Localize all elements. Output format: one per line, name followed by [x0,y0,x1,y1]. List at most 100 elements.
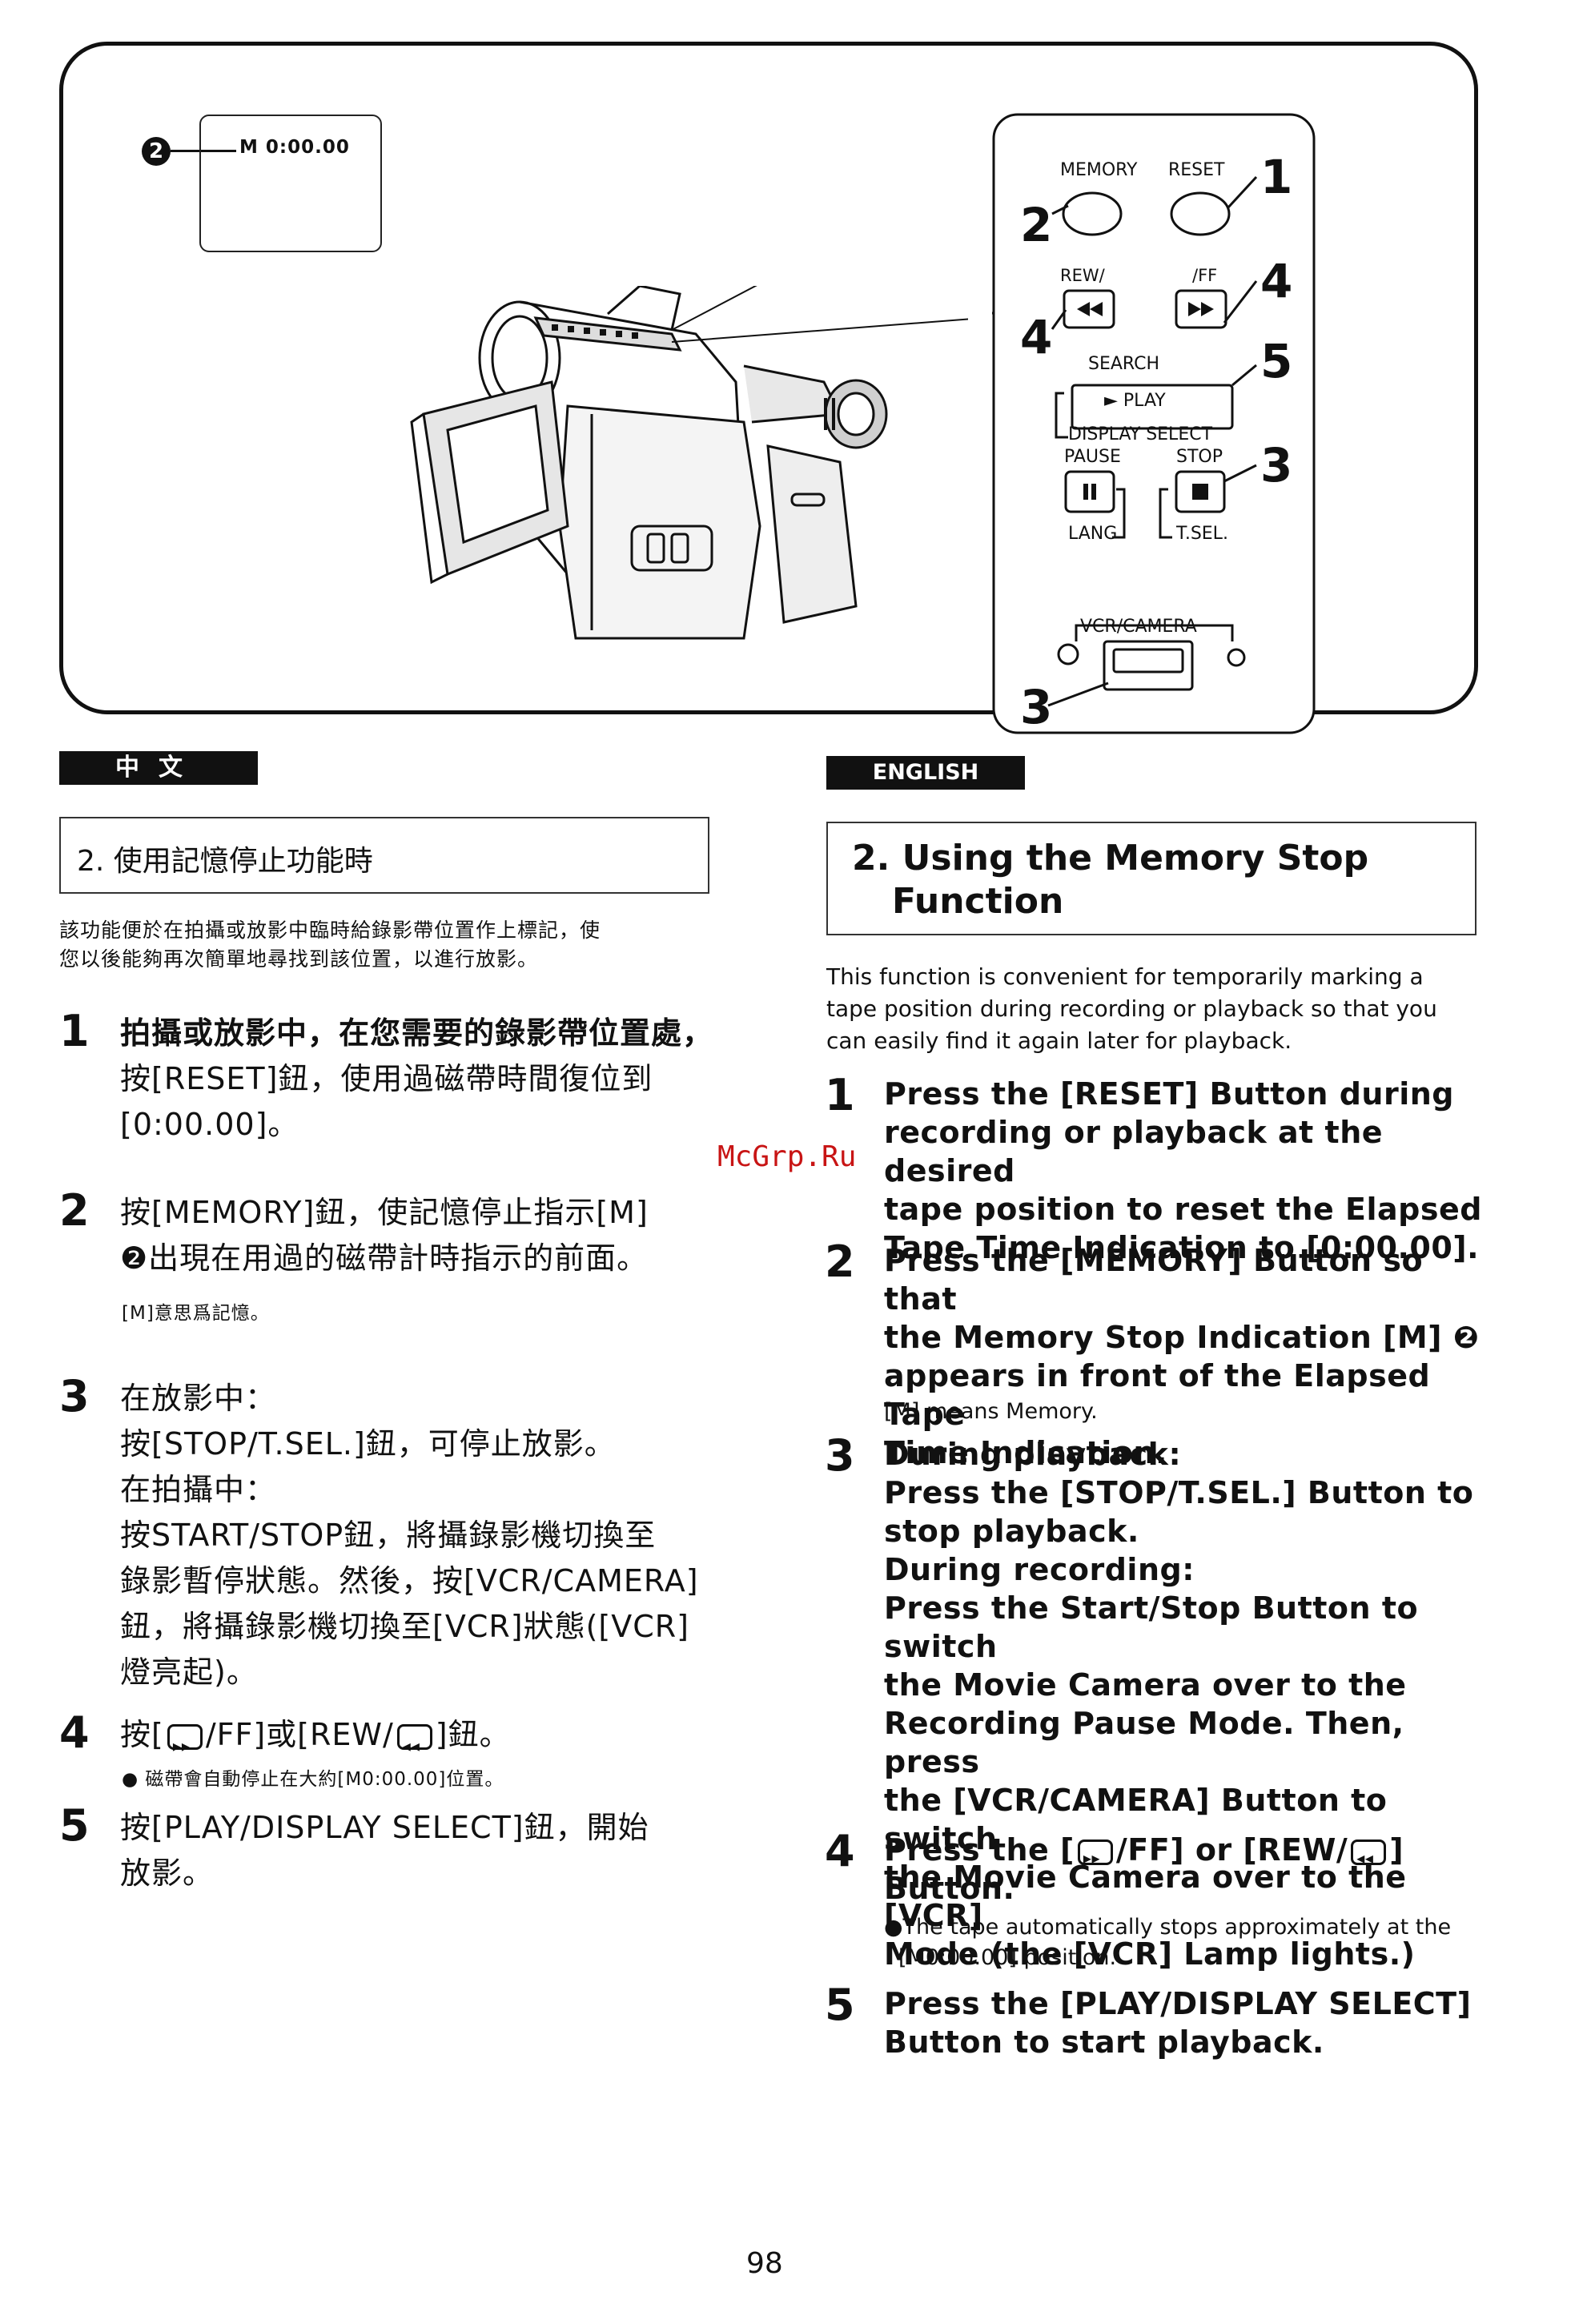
step-text-part: 按[ [120,1717,164,1752]
memory-button[interactable] [1062,191,1123,236]
callout-leader-line [171,150,236,152]
step-note: [M]意思爲記憶。 [122,1303,270,1324]
step-note: ●The tape automatically stops approximat… [884,1912,1493,1973]
step-text-line: tape position to reset the Elapsed [884,1192,1482,1227]
step-text-line: 按[RESET]鈕，使用過磁帶時間復位到 [120,1061,653,1096]
step-text-line: During playback: [884,1437,1182,1472]
ff-label: /FF [1192,266,1217,285]
step-text-line: 按START/STOP鈕，將攝錄影機切換至 [120,1518,657,1553]
step-text-line: 放影。 [120,1856,215,1891]
step-text-line: recording or playback at the desired [884,1115,1384,1188]
step-text-line: ❷出現在用過的磁帶計時指示的前面。 [120,1240,649,1276]
section-title-english-line1: 2. Using the Memory Stop [852,838,1369,879]
intro-chinese: 該功能便於在拍攝或放影中臨時給錄影帶位置作上標記，使 您以後能夠再次簡單地尋找到… [59,916,716,974]
step-text-line: stop playback. [884,1514,1139,1549]
reset-label: RESET [1168,160,1225,180]
rew-icon [396,1723,432,1769]
step-number: 1 [59,1006,90,1056]
intro-english-line: This function is convenient for temporar… [826,963,1424,990]
vcr-camera-switch[interactable] [1103,640,1194,691]
step-text-line: 燈亮起)。 [120,1655,258,1690]
page-number: 98 [746,2247,783,2280]
stop-button[interactable] [1175,470,1226,513]
rew-label: REW/ [1060,266,1106,285]
step-text-line: 在拍攝中： [120,1472,277,1507]
watermark: McGrp.Ru [717,1140,857,1173]
intro-chinese-line: 您以後能夠再次簡單地尋找到該位置，以進行放影。 [59,947,539,971]
pause-button[interactable] [1064,470,1115,513]
step-number: 1 [825,1070,855,1120]
step-number: 2 [59,1185,90,1236]
rew-button[interactable] [1063,289,1115,329]
ff-button[interactable] [1175,289,1227,329]
step-text-line: Press the [ /FF] or [REW/] [884,1831,1493,1877]
intro-chinese-line: 該功能便於在拍攝或放影中臨時給錄影帶位置作上標記，使 [59,919,601,942]
callout-4-left: 4 [1020,310,1052,364]
step-text-line: 拍攝或放影中，在您需要的錄影帶位置處， [120,1015,714,1051]
section-title-chinese: 2. 使用記憶停止功能時 [77,845,373,878]
intro-english-line: tape position during recording or playba… [826,995,1437,1022]
step-text-line: Press the [MEMORY] Button so that [884,1243,1424,1317]
play-label: ► PLAY [1104,391,1166,411]
step-text-part: ] [1389,1832,1404,1868]
step-text-line: 按[PLAY/DISPLAY SELECT]鈕，開始 [120,1810,649,1845]
section-title-box-english: 2. Using the Memory Stop Function [826,822,1477,935]
step-text-line: Button to start playback. [884,2024,1324,2060]
step-text-line: Recording Pause Mode. Then, press [884,1706,1404,1779]
step-text-line: the [VCR/CAMERA] Button to switch [884,1783,1388,1856]
step-text-line: Press the [STOP/T.SEL.] Button to [884,1475,1474,1510]
language-label-english: ENGLISH [826,756,1025,790]
step-text-part: /FF]或[REW/ [205,1717,394,1752]
step-note-line: ●The tape automatically stops approximat… [884,1915,1452,1940]
ff-icon [1077,1839,1113,1877]
step-text-line: Press the [PLAY/DISPLAY SELECT] [884,1986,1472,2021]
step-text-line: 錄影暫停狀態。然後，按[VCR/CAMERA] [120,1563,699,1598]
step-text-line: the Movie Camera over to the [884,1667,1407,1703]
step-number: 3 [59,1371,90,1421]
step-text-line: Mode (the [VCR] Lamp lights.) [884,1936,1416,1972]
step-note: [M] means Memory. [884,1399,1098,1424]
step-text-line: 在放影中： [120,1381,277,1416]
step-text-line: 按[ /FF]或[REW/ ]鈕。 [120,1712,761,1769]
step-text-line: Tape Time Indication to [0:00.00]. [884,1230,1480,1265]
play-display-select-button[interactable] [1071,384,1234,430]
step-text-line: Press the Start/Stop Button to switch [884,1590,1419,1664]
step-number: 5 [59,1800,90,1851]
controls-panel: MEMORY RESET 1 2 REW/ /FF 4 4 SEARCH 5 ►… [992,113,1316,734]
lang-label: LANG [1068,524,1117,544]
step-text-line: the Memory Stop Indication [M] ❷ [884,1320,1480,1355]
callout-2-controls: 2 [1020,198,1052,252]
step-number: 5 [825,1980,855,2030]
step-number: 4 [59,1707,90,1758]
stop-label: STOP [1176,447,1223,467]
intro-english-line: can easily find it again later for playb… [826,1027,1292,1054]
step-number: 2 [825,1236,855,1287]
lcd-display-box: M 0:00.00 [199,115,382,252]
step-note-line: [M0:00.00] position. [898,1945,1117,1970]
callout-1: 1 [1260,150,1292,204]
step-text-line: 鈕，將攝錄影機切換至[VCR]狀態([VCR] [120,1609,689,1644]
pause-label: PAUSE [1064,447,1121,467]
step-text-line: Press the [RESET] Button during [884,1076,1454,1112]
step-text-line: Button. [884,1871,1015,1906]
tsel-label: T.SEL. [1175,524,1228,544]
rew-icon [1351,1839,1387,1877]
reset-button[interactable] [1170,191,1231,236]
callout-4-right: 4 [1260,254,1292,308]
language-label-chinese: 中文 [59,751,258,785]
step-text-part: /FF] or [REW/ [1115,1832,1348,1868]
step-text-line: During recording: [884,1552,1195,1587]
step-number: 4 [825,1826,855,1876]
callout-5: 5 [1260,334,1292,388]
step-text-part: ]鈕。 [435,1717,511,1752]
step-text-line: the Movie Camera over to the [VCR] [884,1860,1407,1933]
step-text-line: [0:00.00]。 [120,1107,299,1142]
section-title-box-chinese: 2. 使用記憶停止功能時 [59,817,709,894]
step-text-line: Time Indication. [884,1435,1167,1470]
callout-number-2: 2 [142,137,171,166]
memory-label: MEMORY [1060,160,1138,180]
callout-3-bottom: 3 [1020,680,1052,734]
step-text-part: Press the [ [884,1832,1075,1868]
step-text-line: 按[STOP/T.SEL.]鈕，可停止放影。 [120,1426,616,1462]
step-text-line: 按[MEMORY]鈕，使記憶停止指示[M] [120,1195,649,1230]
